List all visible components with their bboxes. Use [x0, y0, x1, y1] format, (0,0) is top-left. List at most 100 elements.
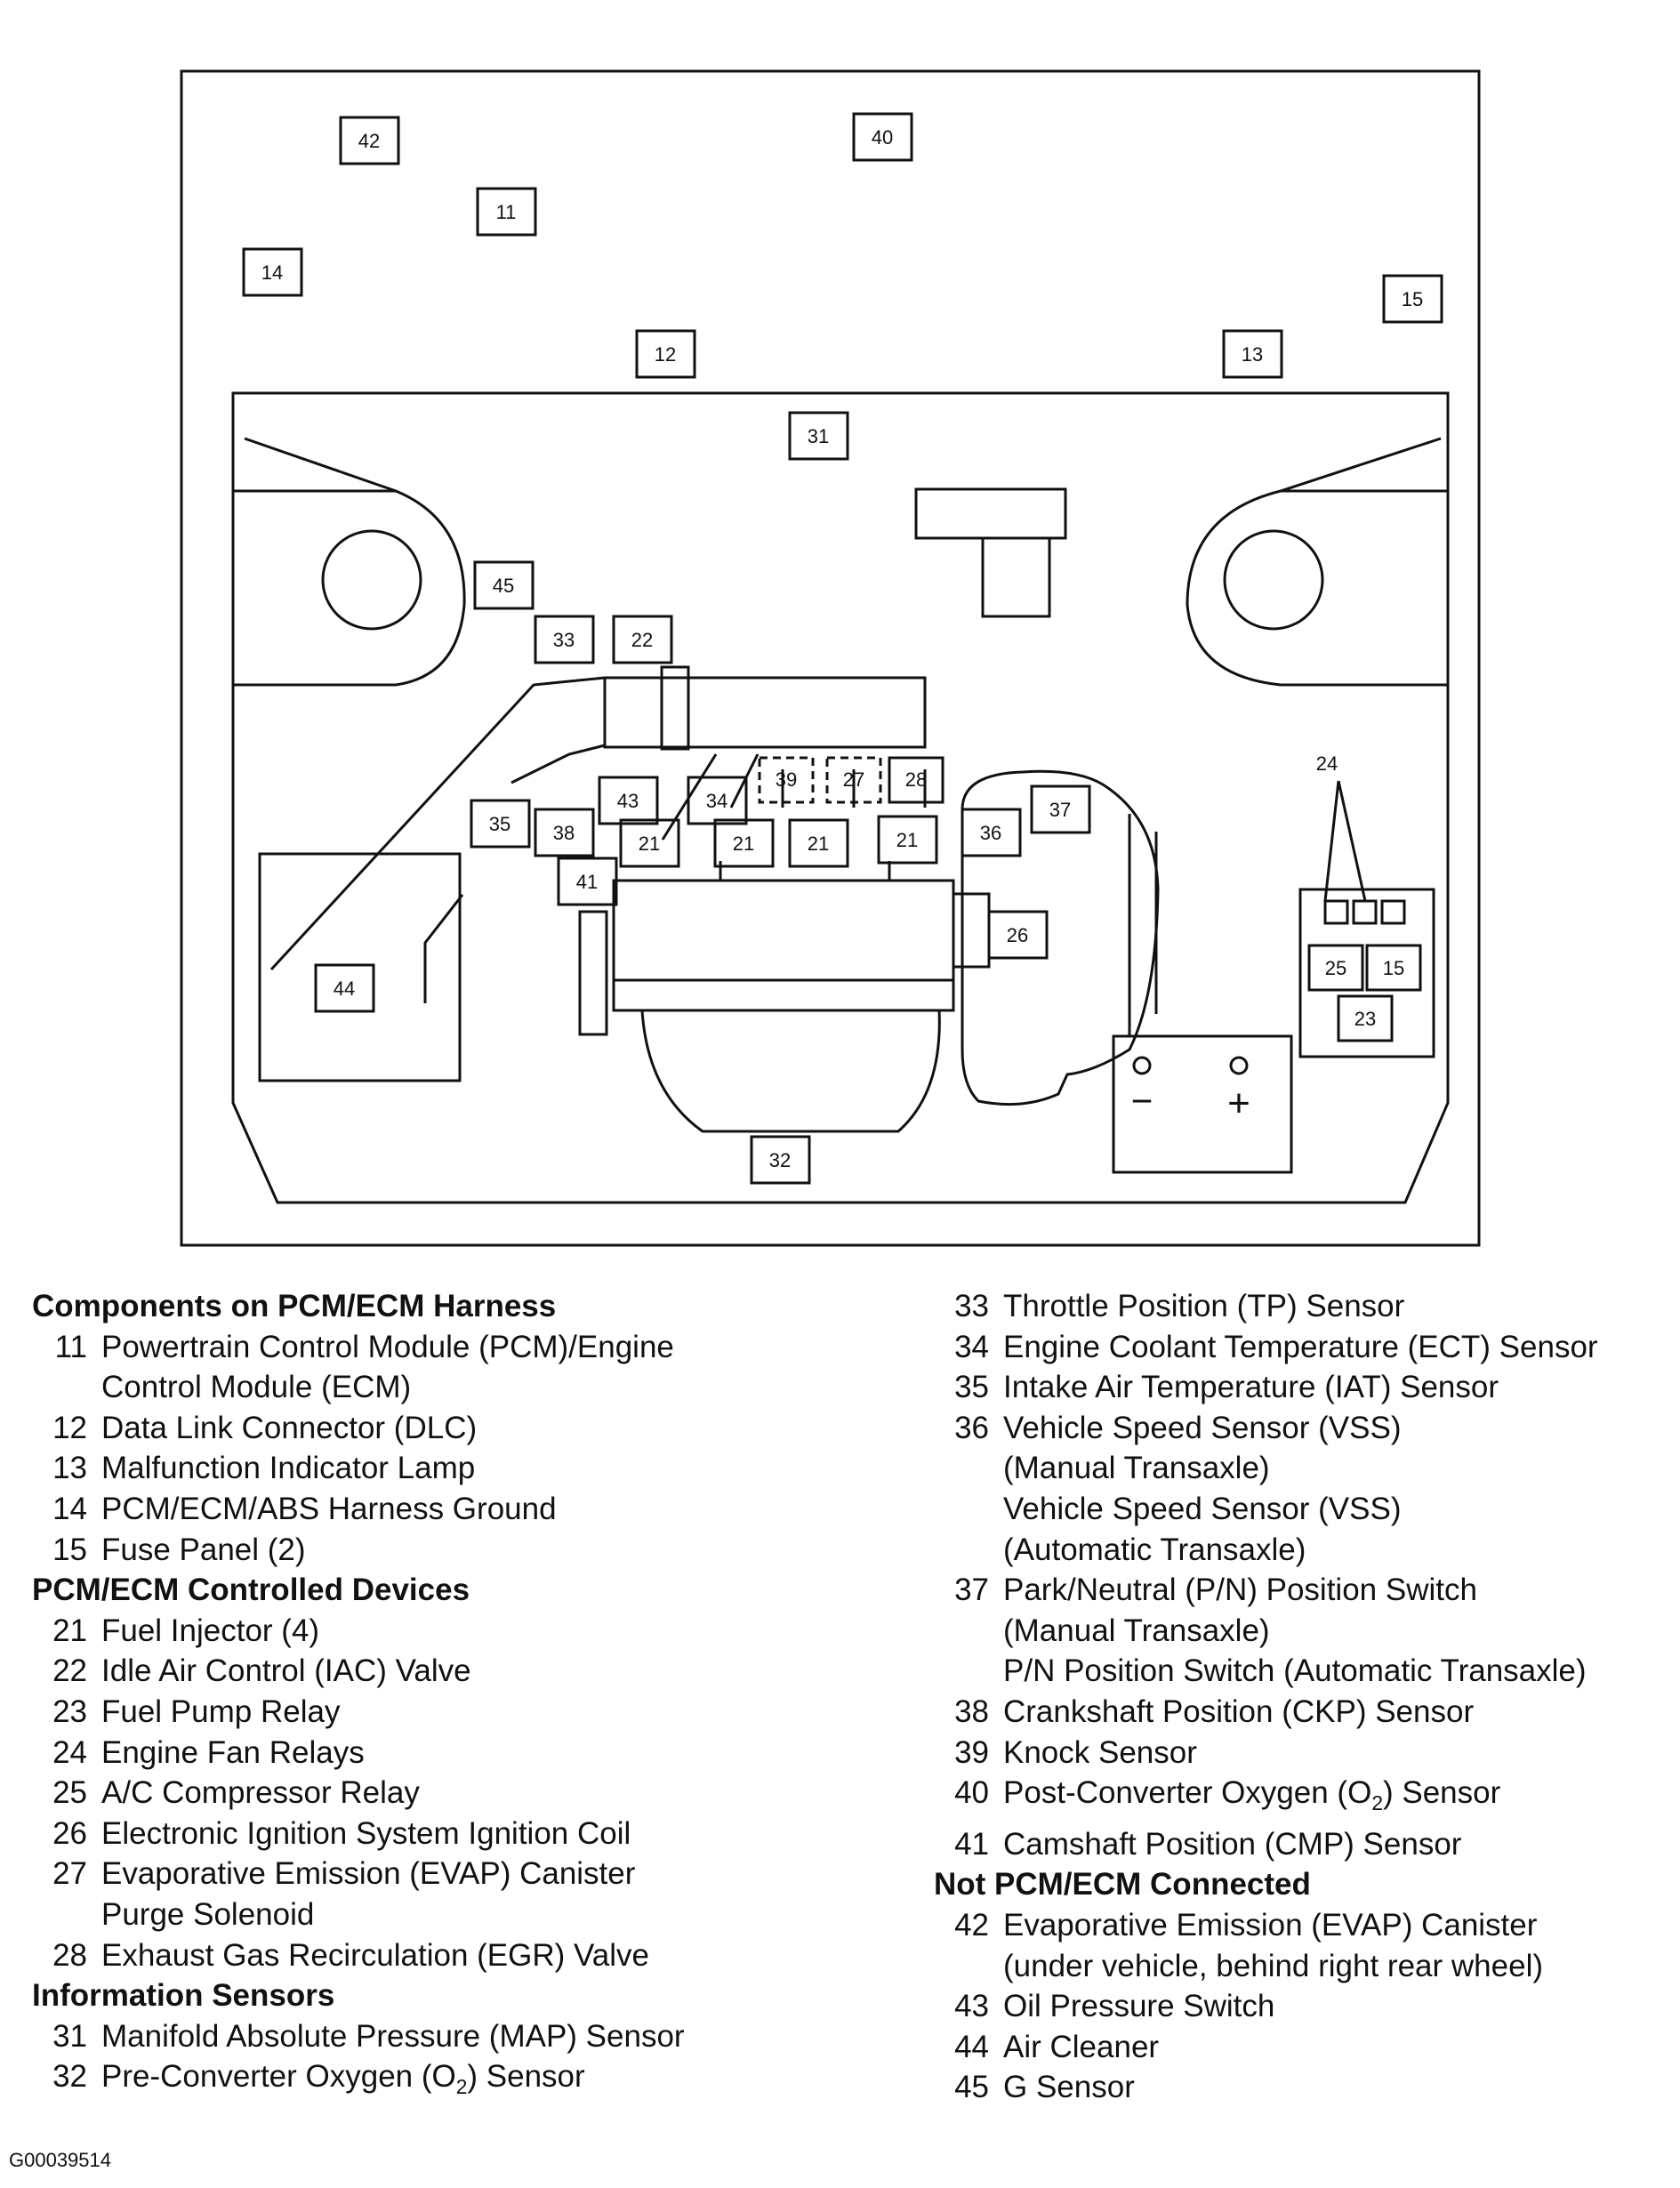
callout-37: 37 — [1049, 799, 1071, 821]
fan-relay-3 — [1380, 899, 1406, 925]
legend-number: 43 — [954, 1989, 989, 2024]
legend-text-suffix: ) Sensor — [467, 2059, 585, 2095]
legend-text: Engine Fan Relays — [101, 1734, 365, 1770]
callout-21-c: 21 — [808, 833, 829, 855]
callout-26: 26 — [1007, 924, 1028, 946]
legend-item-36-continued-3: (Automatic Transaxle) — [1003, 1532, 1306, 1567]
callout-38: 38 — [553, 822, 575, 844]
callout-21-d: 21 — [896, 829, 918, 851]
legend-left-column: Components on PCM/ECM Harness 11 Powertra… — [32, 1286, 904, 2108]
legend-text: Engine Coolant Temperature (ECT) Sensor — [1003, 1329, 1598, 1364]
engine-bay-outline — [231, 391, 1450, 1204]
legend-item-31: 31 Manifold Absolute Pressure (MAP) Senso… — [32, 2016, 904, 2057]
callout-42: 42 — [358, 130, 380, 152]
left-strut-tower — [233, 437, 466, 687]
legend-item-37-continued-2: P/N Position Switch (Automatic Transaxle… — [1003, 1653, 1587, 1689]
legend-number: 11 — [54, 1329, 87, 1364]
legend-number: 23 — [52, 1693, 87, 1729]
callout-21-b: 21 — [733, 833, 754, 855]
figure-id: G00039514 — [9, 2149, 111, 2171]
legend-number: 45 — [954, 2070, 989, 2105]
legend-number: 41 — [954, 1826, 989, 1862]
subscript: 2 — [455, 2075, 468, 2099]
legend-item-36: 36 Vehicle Speed Sensor (VSS) — [934, 1408, 1672, 1449]
callout-39: 39 — [776, 768, 797, 791]
legend-item-34: 34 Engine Coolant Temperature (ECT) Senso… — [934, 1327, 1672, 1368]
callout-14: 14 — [261, 261, 283, 284]
legend-number: 32 — [52, 2059, 87, 2095]
right-strut-tower — [1186, 437, 1448, 687]
legend-item-36-continued-1: (Manual Transaxle) — [1003, 1451, 1270, 1486]
callout-11: 11 — [496, 201, 517, 223]
legend-text: Post-Converter Oxygen (O — [1003, 1775, 1372, 1811]
legend-text: Pre-Converter Oxygen (O — [101, 2059, 456, 2095]
callout-boxes — [242, 112, 1443, 1185]
legend-text: G Sensor — [1003, 2070, 1135, 2105]
battery-negative-terminal — [1132, 1056, 1152, 1075]
legend-text: PCM/ECM/ABS Harness Ground — [101, 1491, 557, 1526]
transaxle — [961, 769, 1160, 1106]
legend-number: 44 — [954, 2029, 989, 2064]
legend-text: Evaporative Emission (EVAP) Canister — [1003, 1907, 1538, 1943]
callout-28: 28 — [905, 768, 927, 791]
legend-text: Crankshaft Position (CKP) Sensor — [1003, 1693, 1475, 1729]
legend-header-information-sensors: Information Sensors — [32, 1978, 335, 2014]
legend-item-11-continued: Control Module (ECM) — [101, 1370, 412, 1405]
legend-text: Vehicle Speed Sensor (VSS) — [1003, 1410, 1402, 1445]
callout-33: 33 — [553, 629, 575, 651]
legend-header-components: Components on PCM/ECM Harness — [32, 1289, 557, 1323]
legend-text: Manifold Absolute Pressure (MAP) Sensor — [101, 2018, 685, 2054]
subscript: 2 — [1371, 1791, 1383, 1815]
legend-text: Idle Air Control (IAC) Valve — [101, 1653, 471, 1689]
legend-number: 38 — [954, 1693, 989, 1729]
outer-frame — [180, 69, 1481, 1247]
battery-minus-sign: − — [1131, 1080, 1153, 1122]
battery-plus-sign: + — [1227, 1082, 1250, 1125]
legend-text: Powertrain Control Module (PCM)/Engine — [101, 1329, 674, 1364]
legend-number: 15 — [52, 1532, 87, 1567]
callout-34: 34 — [706, 790, 727, 812]
legend-number: 40 — [954, 1775, 989, 1811]
legend-number: 22 — [52, 1653, 87, 1689]
callout-labels: 42 40 11 14 15 12 13 31 45 33 22 39 27 2… — [261, 126, 1423, 1171]
legend-item-11: 11 Powertrain Control Module (PCM)/Engine — [32, 1327, 904, 1368]
fan-relay-1 — [1323, 899, 1349, 925]
callout-45: 45 — [493, 575, 514, 597]
callout-15-fuse: 15 — [1383, 957, 1404, 979]
legend-text: Knock Sensor — [1003, 1734, 1197, 1770]
legend-text-suffix: ) Sensor — [1382, 1775, 1501, 1811]
legend-item-42: 42 Evaporative Emission (EVAP) Canister — [934, 1905, 1672, 1946]
legend-number: 13 — [52, 1451, 87, 1486]
legend-number: 42 — [954, 1907, 989, 1943]
legend-text: Camshaft Position (CMP) Sensor — [1003, 1826, 1462, 1862]
legend-number: 31 — [52, 2018, 87, 2054]
legend-number: 35 — [954, 1370, 989, 1405]
legend-text: Exhaust Gas Recirculation (EGR) Valve — [101, 1937, 649, 1973]
legend-text: Electronic Ignition System Ignition Coil — [101, 1815, 631, 1851]
callout-32: 32 — [769, 1149, 791, 1171]
legend-number: 21 — [52, 1613, 87, 1648]
brake-booster — [914, 487, 1067, 618]
callout-40: 40 — [872, 126, 893, 149]
legend-number: 37 — [954, 1573, 989, 1608]
callout-41: 41 — [576, 871, 598, 893]
legend-text: Oil Pressure Switch — [1003, 1989, 1275, 2024]
callout-43: 43 — [617, 790, 639, 812]
legend-number: 27 — [52, 1856, 87, 1892]
callout-13: 13 — [1242, 343, 1263, 366]
legend-number: 34 — [954, 1329, 989, 1364]
callout-25: 25 — [1325, 957, 1346, 979]
engine-component-locator-diagram: 42 40 11 14 15 12 13 31 45 33 22 39 27 2… — [180, 69, 1481, 1247]
legend-number: 36 — [954, 1410, 989, 1445]
legend-text: Data Link Connector (DLC) — [101, 1410, 478, 1445]
